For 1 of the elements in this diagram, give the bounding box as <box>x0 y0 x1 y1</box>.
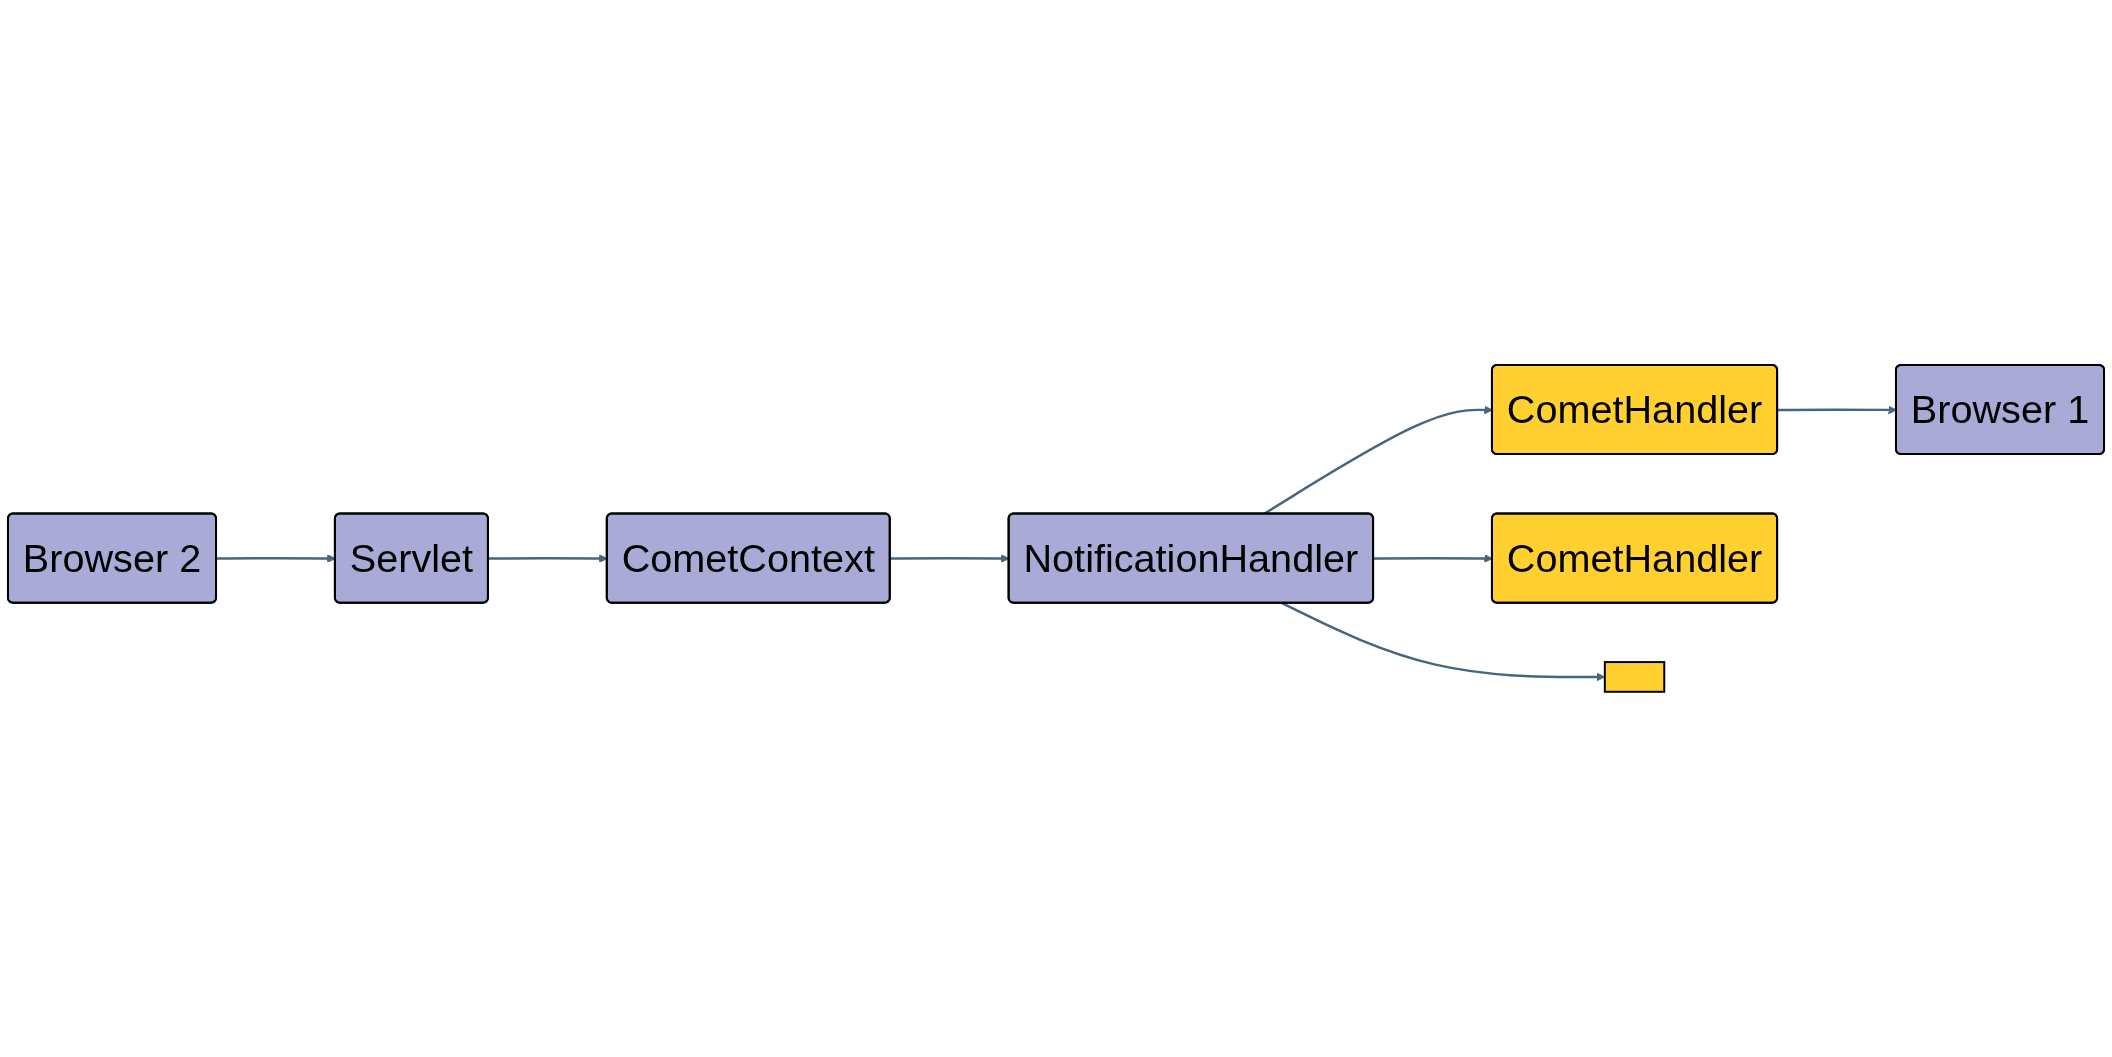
node-box <box>1603 661 1666 693</box>
